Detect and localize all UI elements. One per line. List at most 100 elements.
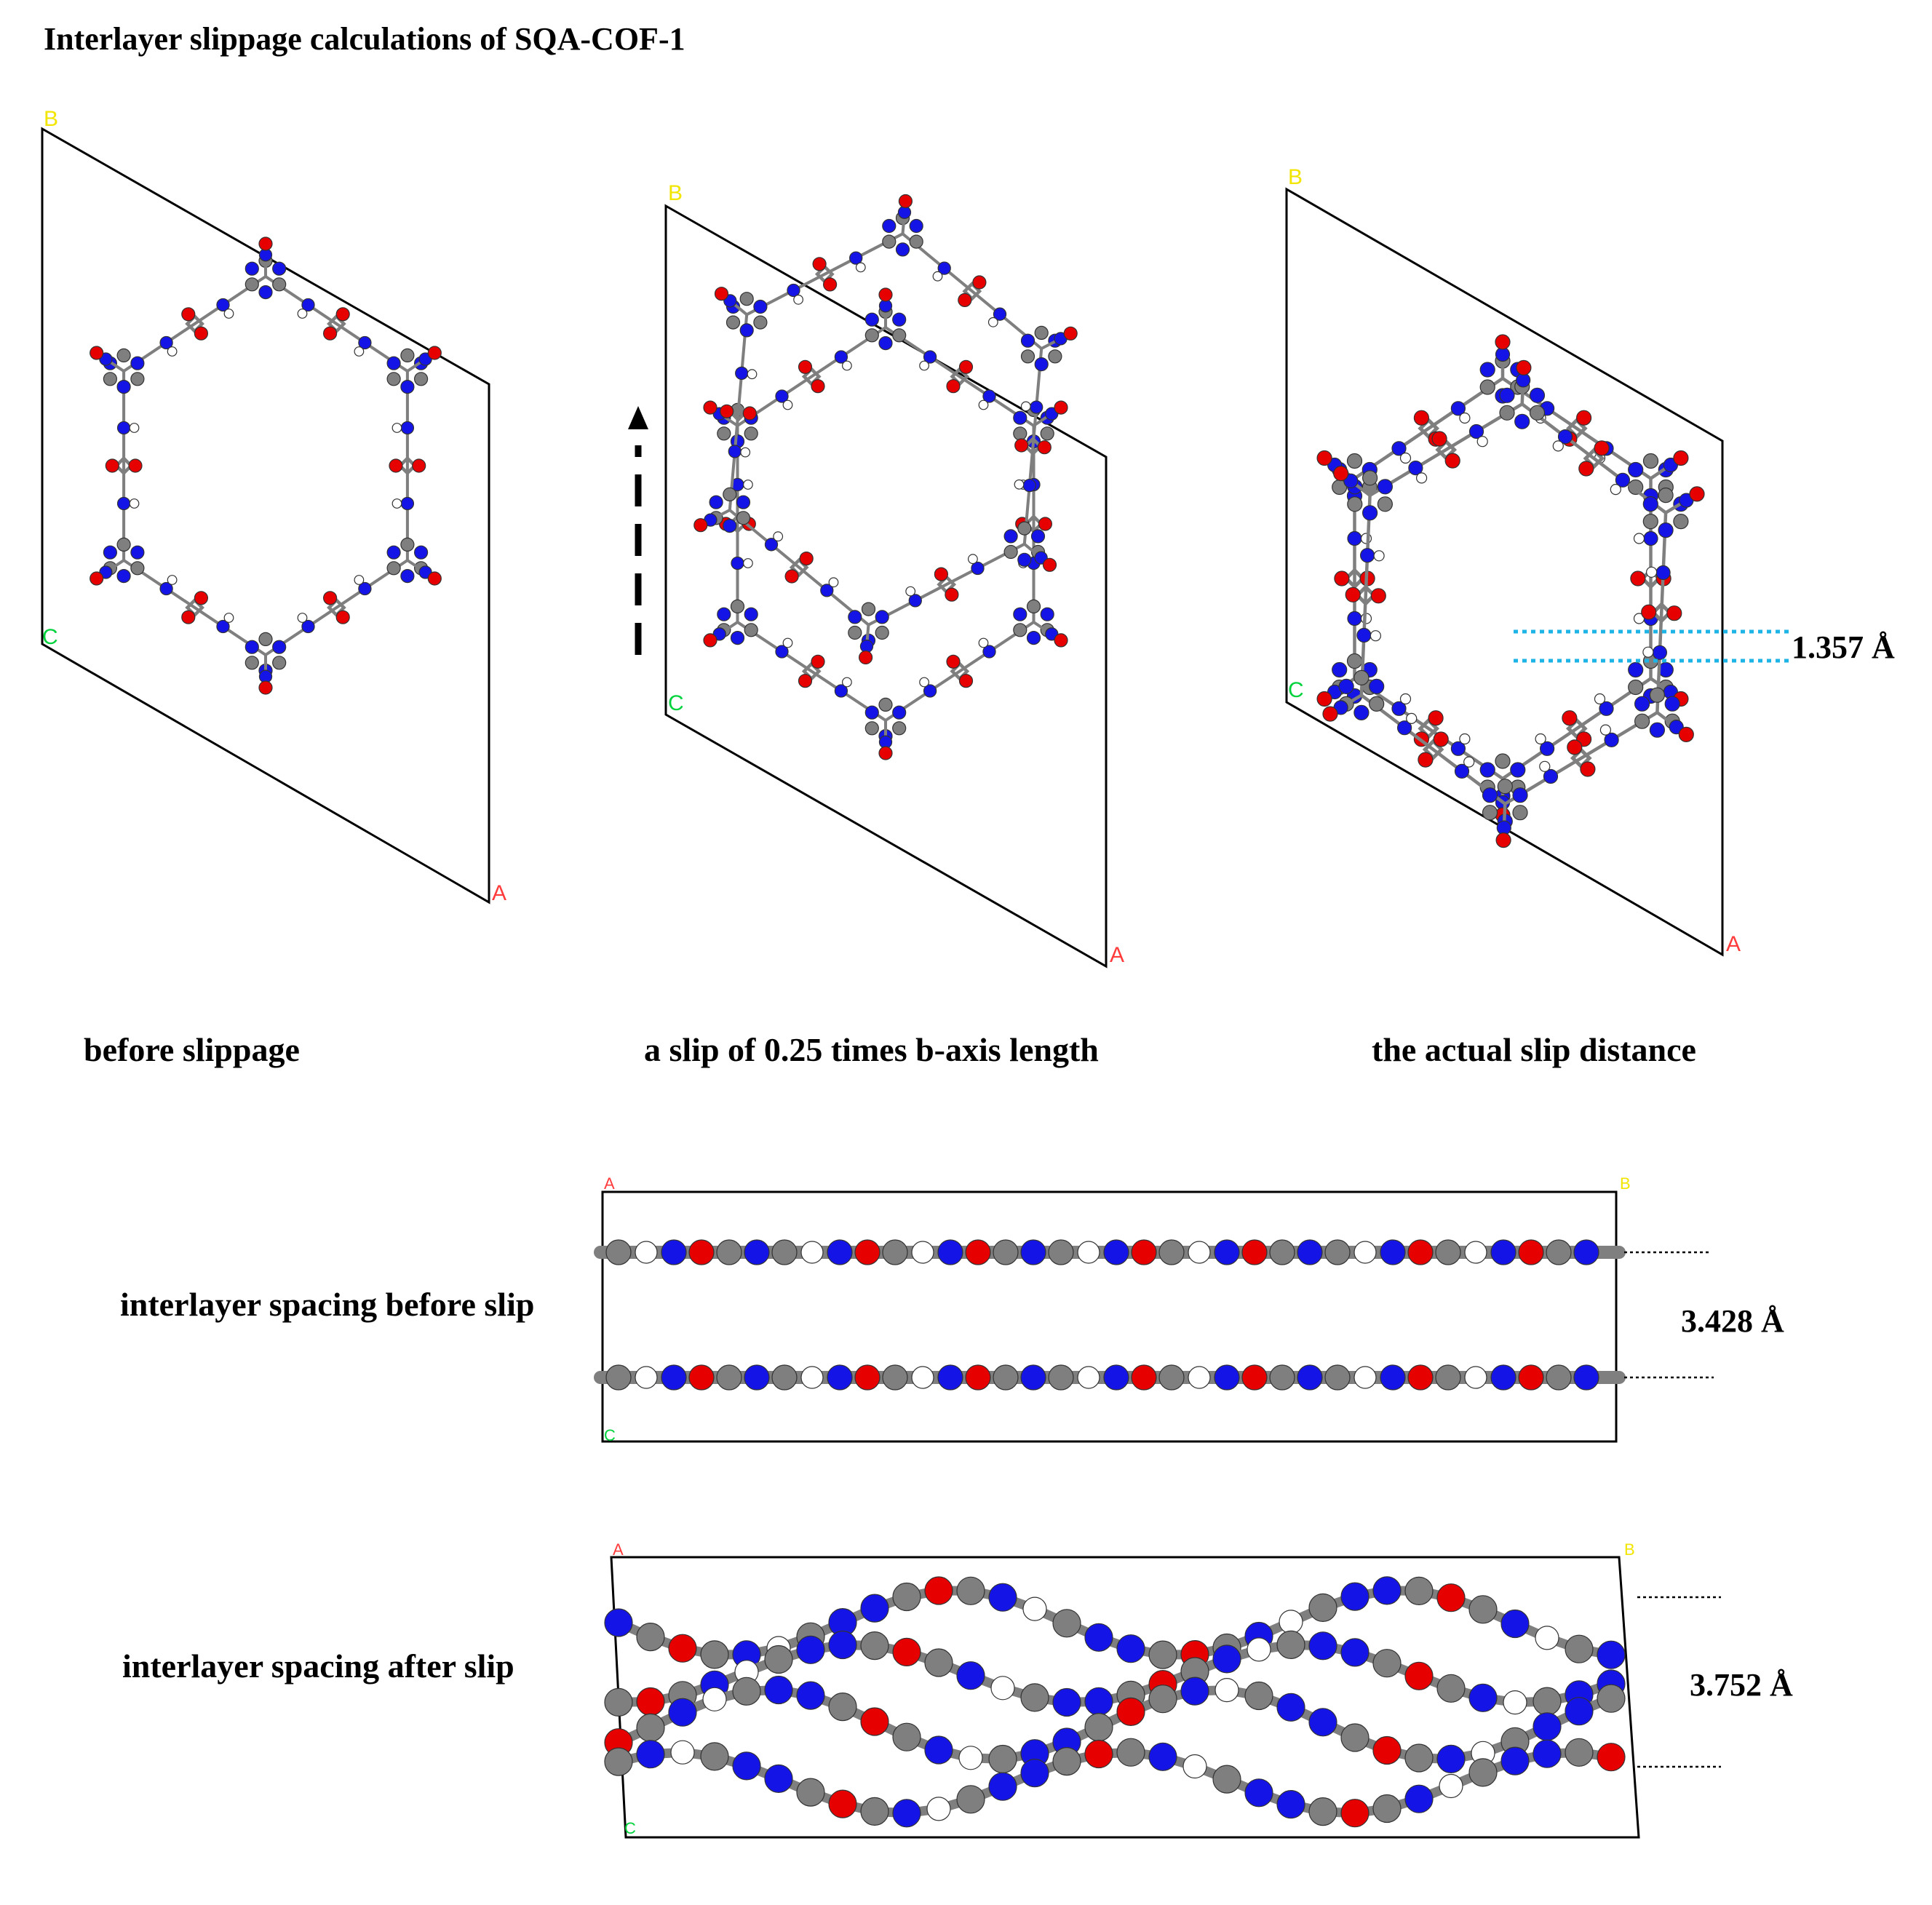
- panel-quarter-slip: B C A a slip of 0.25 times b-axis length: [628, 181, 1124, 1068]
- layer-atom: [1533, 1687, 1562, 1716]
- oxygen-atom: [1678, 726, 1694, 743]
- layer-atom: [1077, 1241, 1100, 1264]
- triazine-atom: [272, 261, 287, 276]
- hydrogen-atom: [1459, 412, 1471, 424]
- oxygen-atom: [703, 633, 717, 648]
- triazine-atom: [1479, 762, 1495, 778]
- layer-atom: [1435, 1364, 1461, 1391]
- triazine-atom: [272, 656, 287, 670]
- layer-atom: [1340, 1723, 1370, 1752]
- hydrogen-atom: [1399, 452, 1412, 464]
- axis-label-b: B: [1288, 165, 1303, 189]
- triazine-atom: [1353, 704, 1370, 721]
- layer-atom: [1269, 1239, 1295, 1265]
- triazine-atom: [736, 511, 751, 525]
- triazine-atom: [1658, 522, 1674, 538]
- layer-atom: [1490, 1364, 1516, 1391]
- layer-atom: [1214, 1364, 1240, 1391]
- caption-before-slippage: before slippage: [84, 1031, 300, 1068]
- ring-bond: [122, 274, 268, 373]
- layer-atom: [796, 1681, 825, 1710]
- layer-atom: [993, 1364, 1019, 1391]
- layer-atom: [1404, 1743, 1434, 1773]
- oxygen-atom: [1316, 450, 1332, 466]
- oxygen-atom: [798, 674, 813, 688]
- layer-atom: [1308, 1708, 1337, 1737]
- layer-atom: [924, 1648, 953, 1677]
- oxygen-atom: [128, 458, 143, 473]
- layer-atom: [700, 1742, 729, 1771]
- nitrogen-atom: [1347, 530, 1362, 546]
- oxygen-atom: [1673, 450, 1689, 466]
- triazine-atom: [400, 379, 415, 394]
- layer-atom: [860, 1797, 889, 1826]
- oxygen-atom: [1370, 588, 1386, 604]
- layer-atom: [1436, 1744, 1466, 1773]
- triazine-atom: [272, 640, 287, 654]
- oxygen-atom: [335, 307, 350, 322]
- layer-atom: [668, 1634, 697, 1663]
- nitrogen-atom: [358, 581, 372, 596]
- framework-structure-before: [90, 236, 442, 695]
- triazine-atom: [1499, 405, 1515, 421]
- triazine-atom: [116, 379, 131, 394]
- hydrogen-atom: [1646, 566, 1658, 578]
- layer-atom: [796, 1635, 825, 1664]
- layer-atom: [764, 1644, 793, 1674]
- triazine-atom: [1628, 661, 1644, 678]
- triazine-atom: [1529, 405, 1546, 421]
- layer-atom: [860, 1631, 889, 1661]
- triazine-atom: [400, 348, 415, 362]
- triazine-atom: [1034, 325, 1049, 340]
- layer-atom: [636, 1623, 665, 1652]
- nitrogen-atom: [116, 421, 131, 435]
- layer-atom: [1048, 1364, 1074, 1391]
- oxygen-atom: [90, 571, 104, 586]
- hydrogen-atom: [354, 575, 365, 585]
- nitrogen-atom: [775, 389, 789, 403]
- layer-atom: [1077, 1366, 1100, 1389]
- figure-title: Interlayer slippage calculations of SQA-…: [44, 21, 685, 57]
- ring-bond: [901, 232, 1043, 351]
- hydrogen-atom: [1535, 733, 1546, 745]
- layer-atom: [636, 1740, 665, 1769]
- triazine-atom: [744, 426, 758, 441]
- triazine-atom: [1512, 787, 1528, 803]
- layer-atom: [1048, 1239, 1074, 1265]
- triazine-atom: [1499, 387, 1515, 403]
- triazine-atom: [1017, 552, 1032, 567]
- hydrogen-atom: [905, 586, 916, 597]
- oxygen-atom: [878, 746, 893, 760]
- triazine-atom: [386, 561, 401, 576]
- ring-bond: [1022, 346, 1043, 546]
- oxygen-atom: [1689, 486, 1705, 502]
- layer-atom: [1103, 1239, 1129, 1265]
- layer-atom: [1084, 1623, 1113, 1652]
- layer-atom: [1084, 1687, 1113, 1716]
- ring-bond: [745, 232, 905, 317]
- layer-atom: [1212, 1765, 1241, 1794]
- oxygen-atom: [181, 610, 196, 624]
- hydrogen-atom: [978, 637, 989, 648]
- squaraine-ring: [397, 456, 418, 476]
- ring-bond: [1359, 493, 1372, 697]
- triazine-atom: [882, 218, 897, 234]
- nitrogen-atom: [400, 496, 415, 511]
- squaraine-ring: [1354, 584, 1377, 606]
- unit-cell-before: [41, 127, 490, 904]
- oxygen-atom: [1322, 706, 1338, 722]
- layer-atom: [1180, 1677, 1209, 1706]
- triazine-atom: [130, 356, 145, 370]
- axis-label-b: B: [1620, 1174, 1631, 1193]
- layer-atom: [827, 1239, 853, 1265]
- axis-label-c: C: [42, 625, 58, 649]
- triazine-atom: [892, 328, 907, 343]
- triazine-atom: [730, 599, 745, 614]
- layer-atom: [1158, 1239, 1185, 1265]
- nitrogen-atom: [1359, 548, 1375, 563]
- axis-label-a: A: [1726, 932, 1741, 956]
- layer-atom: [1308, 1631, 1337, 1661]
- oxygen-atom: [1630, 570, 1646, 586]
- oxygen-atom: [946, 379, 961, 394]
- triazine-atom: [744, 623, 758, 637]
